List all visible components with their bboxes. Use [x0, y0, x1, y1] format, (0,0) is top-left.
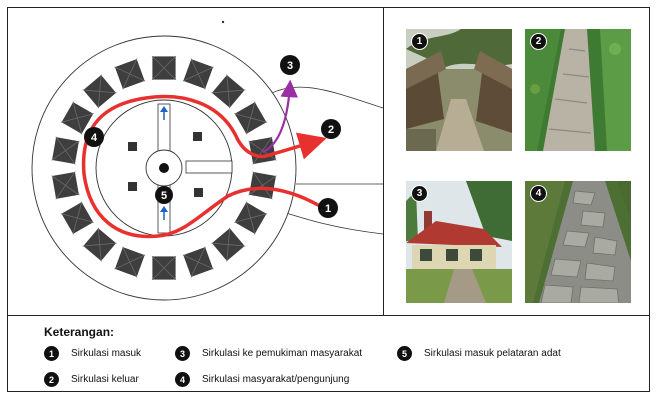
legend-item-1: 1 Sirkulasi masuk [44, 346, 141, 361]
traditional-house [248, 136, 277, 165]
legend-item-4: 4 Sirkulasi masyarakat/pengunjung [175, 372, 349, 387]
road-edge-upper [265, 86, 383, 109]
stone-block [193, 132, 202, 141]
traditional-houses-ring [51, 55, 277, 281]
traditional-house [233, 101, 268, 135]
inner-path-east [185, 160, 233, 174]
legend-title: Keterangan: [44, 325, 115, 339]
marker-2: 2 [321, 119, 341, 139]
inner-arrowhead-south [160, 206, 168, 212]
photo-number-badge: 4 [530, 185, 547, 202]
settlement-circulation-arrow [262, 79, 299, 153]
traditional-house [51, 136, 80, 165]
stone-block [128, 182, 137, 191]
traditional-house [182, 58, 215, 90]
legend-label: Sirkulasi keluar [71, 374, 139, 385]
traditional-house [151, 55, 177, 81]
traditional-house [82, 227, 118, 263]
legend-item-2: 2 Sirkulasi keluar [44, 372, 139, 387]
photo-4-stone-paving: 4 [525, 181, 631, 303]
traditional-house [182, 246, 215, 278]
legend-item-5: 5 Sirkulasi masuk pelataran adat [397, 346, 561, 361]
legend-badge: 4 [175, 372, 190, 387]
traditional-house [113, 58, 146, 90]
svg-text:4: 4 [91, 132, 98, 144]
legend-label: Sirkulasi masuk [71, 348, 142, 359]
marker-5: 5 [155, 186, 173, 204]
legend-item-3: 3 Sirkulasi ke pemukiman masyarakat [175, 346, 362, 361]
site-plan-diagram: 1 2 3 4 5 [31, 20, 383, 301]
photo-2-stone-path: 2 [525, 29, 631, 151]
svg-text:1: 1 [325, 203, 331, 215]
traditional-house [210, 227, 246, 263]
marker-3: 3 [280, 55, 300, 75]
traditional-house [248, 171, 277, 200]
panel-divider-vertical [383, 7, 384, 315]
photo-number-badge: 2 [530, 33, 547, 50]
marker-1: 1 [318, 198, 338, 218]
photo-number-badge: 3 [411, 185, 428, 202]
legend-label: Sirkulasi masuk pelataran adat [424, 348, 561, 359]
traditional-house [151, 255, 177, 281]
traditional-house [60, 201, 95, 235]
stone-block [128, 142, 137, 151]
svg-text:3: 3 [287, 60, 293, 72]
legend-label: Sirkulasi masyarakat/pengunjung [202, 374, 350, 385]
marker-4: 4 [84, 127, 104, 147]
legend-badge: 1 [44, 346, 59, 361]
photo-1-village-path: 1 [406, 29, 512, 151]
svg-text:2: 2 [328, 124, 334, 136]
stray-dot [221, 20, 225, 24]
legend-badge: 2 [44, 372, 59, 387]
legend-badge: 5 [397, 346, 412, 361]
inner-arrowhead-north [160, 106, 168, 112]
central-stone [159, 163, 169, 173]
traditional-house [60, 101, 95, 135]
traditional-house [51, 171, 80, 200]
traditional-house [210, 73, 246, 109]
traditional-house [82, 73, 118, 109]
photo-number-badge: 1 [411, 33, 428, 50]
traditional-house [113, 246, 146, 278]
circulation-loop-path [81, 94, 327, 239]
panel-divider-horizontal [7, 315, 650, 316]
svg-text:5: 5 [161, 190, 167, 202]
stone-block [194, 188, 203, 197]
traditional-house [233, 201, 268, 235]
legend-label: Sirkulasi ke pemukiman masyarakat [202, 348, 363, 359]
photo-3-house-red-roof: 3 [406, 181, 512, 303]
legend-badge: 3 [175, 346, 190, 361]
figure-frame [7, 7, 650, 392]
